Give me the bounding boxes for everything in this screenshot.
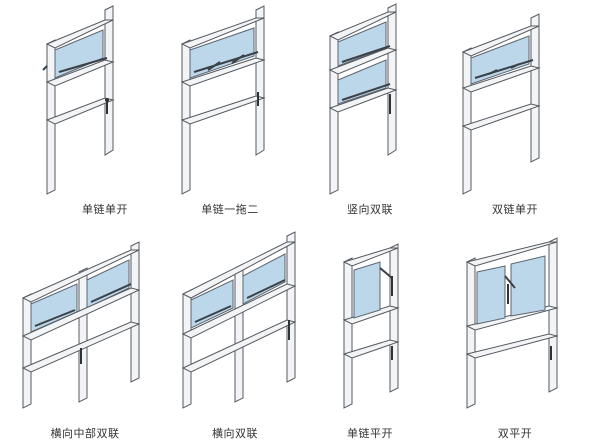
window-illustration [42,5,115,195]
diagram-caption: 双链单开 [492,203,538,216]
window-illustration [180,5,266,195]
window-diagram-double-casement: 双平开 [445,228,585,440]
diagram-caption: 竖向双联 [347,203,393,216]
window-illustration [461,13,541,195]
window-illustration [465,237,559,409]
diagram-caption: 单链平开 [347,427,393,440]
window-illustration [21,241,141,409]
window-diagram-single-chain-single-open: 单链单开 [35,0,175,216]
window-diagram-single-chain-two-sash: 单链一拖二 [160,0,300,216]
window-illustration [181,231,297,409]
window-diagram-horizontal-double: 横向双联 [165,228,305,440]
diagram-caption: 横向中部双联 [50,427,120,440]
window-diagram-double-chain-single-open: 双链单开 [445,0,585,216]
window-illustration [328,3,398,195]
window-diagram-horizontal-middle-double: 横向中部双联 [15,228,155,440]
diagram-caption: 单链单开 [82,203,128,216]
window-diagram-single-chain-casement: 单链平开 [300,228,440,440]
window-illustration [342,243,400,409]
diagram-caption: 单链一拖二 [201,203,259,216]
diagram-caption: 双平开 [497,427,533,440]
window-diagram-vertical-double: 竖向双联 [300,0,440,216]
diagram-caption: 横向双联 [212,427,258,440]
